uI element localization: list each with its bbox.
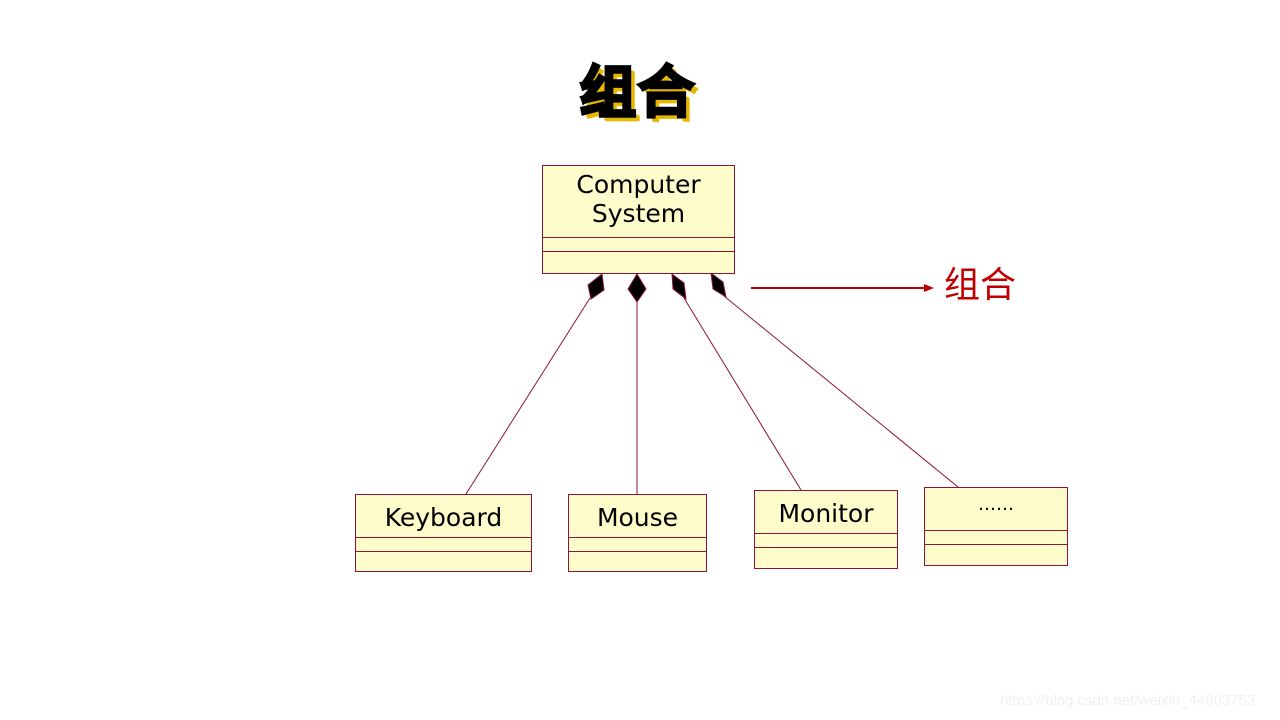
- attributes-divider: [569, 537, 706, 538]
- attributes-divider: [925, 530, 1067, 531]
- attributes-divider: [755, 533, 897, 534]
- slide-title: 组合: [579, 60, 696, 128]
- class-name: Monitor: [778, 499, 874, 528]
- class-box-more: ……: [924, 487, 1068, 566]
- methods-divider: [356, 551, 531, 552]
- class-box-computer-system: Computer System: [542, 165, 735, 274]
- filled-diamond-icon: [671, 272, 687, 301]
- class-name: Keyboard: [384, 503, 503, 532]
- attributes-divider: [356, 537, 531, 538]
- class-box-mouse: Mouse: [568, 494, 707, 572]
- arrow-head-icon: [924, 284, 934, 292]
- composition-annotation-label: 组合: [944, 265, 1017, 306]
- class-name: Computer System: [543, 170, 734, 228]
- methods-divider: [543, 251, 734, 252]
- connector-keyboard: [465, 297, 591, 495]
- class-name: Mouse: [596, 503, 679, 532]
- methods-divider: [755, 547, 897, 548]
- class-name-line2: System: [591, 199, 686, 228]
- filled-diamond-icon: [710, 271, 727, 299]
- attributes-divider: [543, 237, 734, 238]
- class-name-line1: Computer: [576, 170, 701, 199]
- class-box-monitor: Monitor: [754, 490, 898, 569]
- filled-diamond-icon: [587, 273, 605, 300]
- class-box-keyboard: Keyboard: [355, 494, 532, 572]
- watermark: https://blog.csdn.net/weixin_44803753: [1000, 692, 1256, 709]
- methods-divider: [925, 544, 1067, 545]
- connector-monitor: [683, 297, 802, 491]
- class-name: ……: [978, 494, 1014, 515]
- methods-divider: [569, 551, 706, 552]
- filled-diamond-icon: [627, 273, 647, 303]
- connector-more: [723, 295, 959, 488]
